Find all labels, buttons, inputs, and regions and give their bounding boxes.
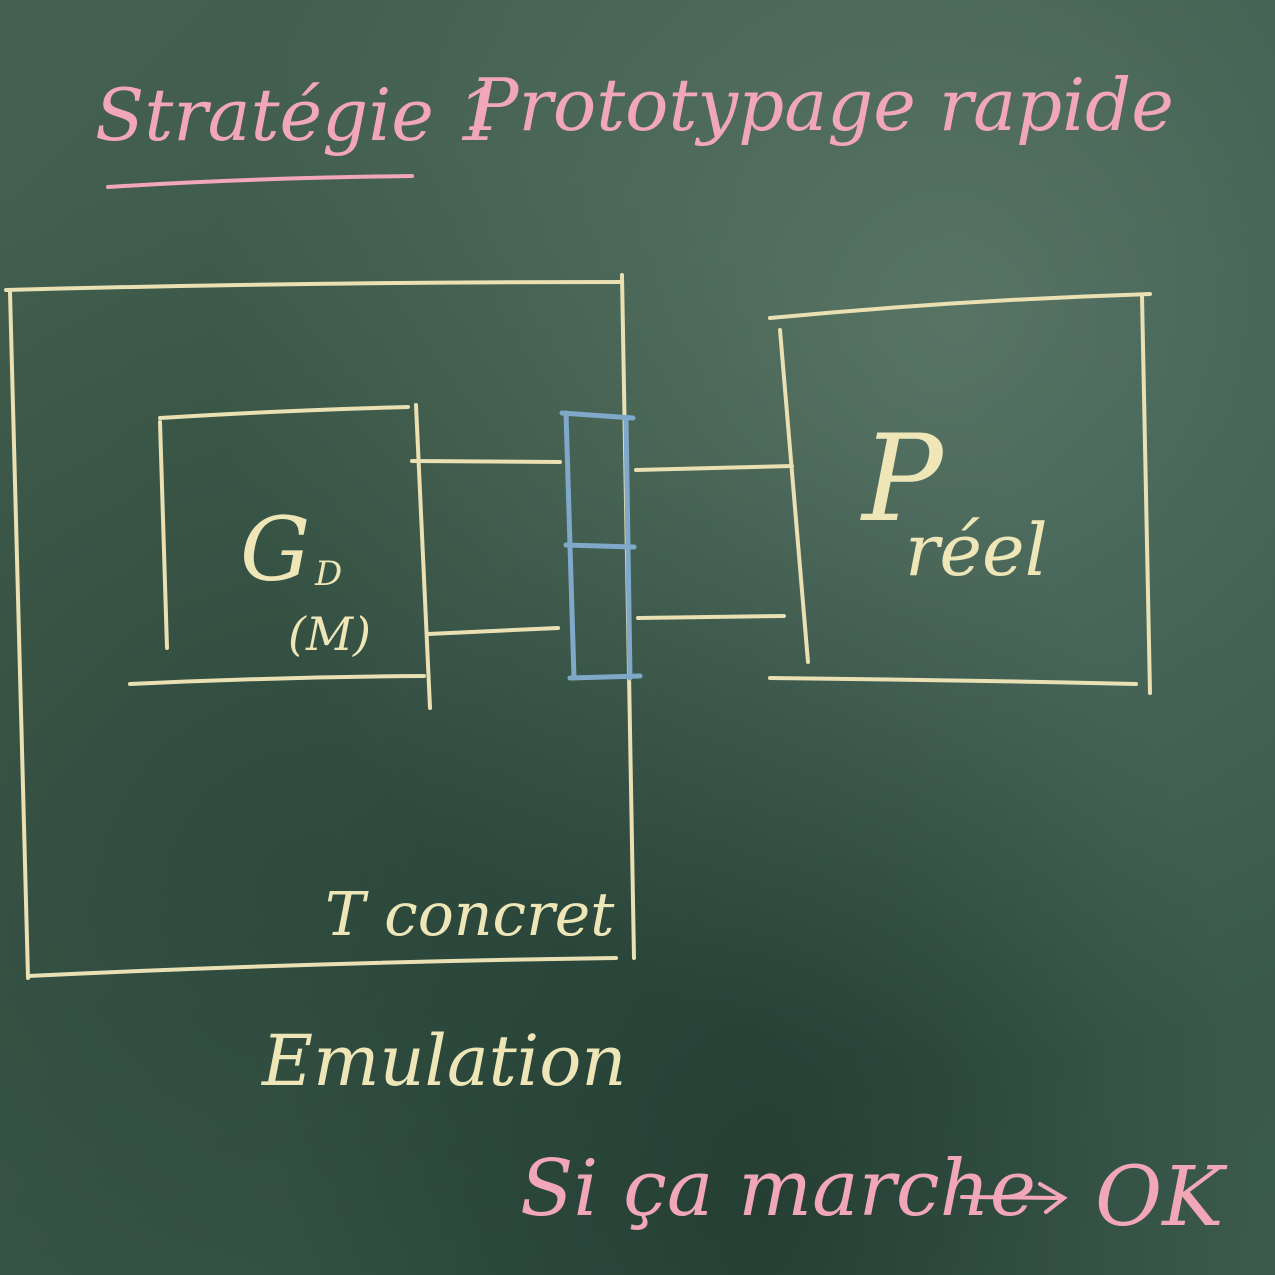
controller-subscript: D (314, 554, 342, 594)
interface-block (559, 410, 643, 681)
controller-links (410, 459, 562, 636)
plant-symbol: P (860, 410, 945, 549)
title-prefix: Stratégie 1 (95, 73, 503, 157)
controller-symbol: G (240, 498, 310, 601)
footer-condition: Si ça marche (520, 1144, 1036, 1234)
plant-subscript: réel (905, 508, 1048, 592)
plant-box (768, 292, 1152, 695)
emulation-inner-label: T concret (325, 880, 615, 950)
title-subject: Prototypage rapide (468, 63, 1174, 147)
title-underline (106, 174, 414, 189)
plant-links (634, 464, 794, 620)
emulation-caption: Emulation (260, 1020, 626, 1102)
footer-result: OK (1095, 1150, 1228, 1245)
footer-arrow-shaft (960, 1195, 1062, 1200)
controller-note: (M) (288, 607, 371, 661)
controller-box (128, 403, 432, 710)
footer-arrow-icon (1038, 1182, 1068, 1214)
